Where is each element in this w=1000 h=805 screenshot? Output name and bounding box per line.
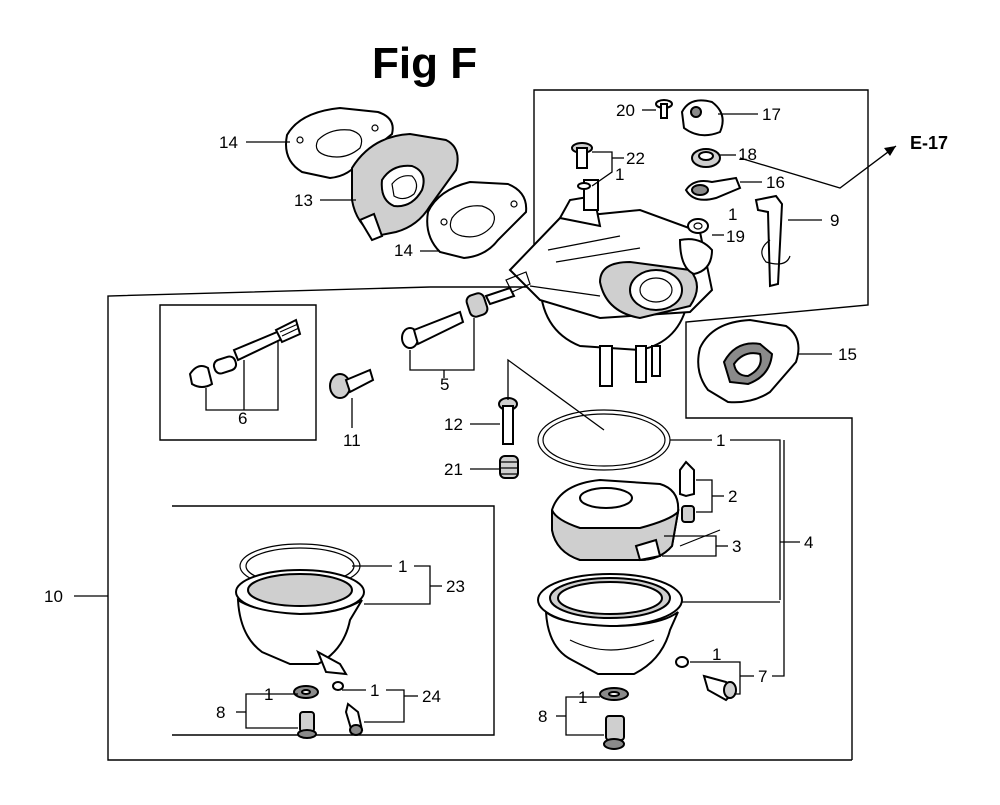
label-6: 6 bbox=[238, 409, 247, 428]
subgroup-box-23 bbox=[172, 505, 495, 736]
label-8-right-qty: 1 bbox=[578, 688, 587, 707]
subgroup-box-6 bbox=[159, 304, 317, 441]
label-16: 16 bbox=[766, 173, 785, 192]
float-needle-2 bbox=[679, 460, 695, 523]
screw-set-5 bbox=[401, 271, 531, 349]
gasket-14-lower bbox=[426, 180, 528, 260]
screw-11 bbox=[329, 368, 375, 399]
rod-9 bbox=[754, 194, 791, 288]
top-group-box bbox=[430, 89, 869, 760]
lever-16 bbox=[684, 176, 742, 201]
main-group-box bbox=[107, 286, 852, 761]
screw-22 bbox=[571, 142, 593, 190]
label-20: 20 bbox=[616, 101, 635, 120]
gasket-15 bbox=[697, 318, 800, 404]
label-14-upper: 14 bbox=[219, 133, 238, 152]
float-chamber-23 bbox=[235, 543, 365, 676]
reference-e17: E-17 bbox=[910, 133, 948, 153]
bolt-8-left bbox=[293, 685, 319, 739]
jet-21 bbox=[499, 455, 519, 479]
label-15: 15 bbox=[838, 345, 857, 364]
label-24: 24 bbox=[422, 687, 441, 706]
label-8-left: 8 bbox=[216, 703, 225, 722]
leader-lines bbox=[74, 109, 897, 736]
label-18: 18 bbox=[738, 145, 757, 164]
float-chamber-4 bbox=[537, 573, 683, 675]
label-19-qty: 1 bbox=[728, 205, 737, 224]
label-23-qty: 1 bbox=[398, 557, 407, 576]
label-23: 23 bbox=[446, 577, 465, 596]
drain-screw-24 bbox=[332, 681, 364, 736]
screw-20 bbox=[655, 99, 673, 119]
label-7-qty: 1 bbox=[712, 645, 721, 664]
o-ring-1-upper bbox=[537, 409, 671, 471]
label-9: 9 bbox=[830, 211, 839, 230]
figure-title: Fig F bbox=[372, 39, 477, 88]
label-8-left-qty: 1 bbox=[264, 685, 273, 704]
label-11: 11 bbox=[343, 431, 361, 450]
label-22: 22 bbox=[626, 149, 645, 168]
cap-17 bbox=[680, 99, 724, 137]
label-1-oring: 1 bbox=[716, 431, 725, 450]
float-3 bbox=[551, 478, 721, 562]
label-10: 10 bbox=[44, 587, 63, 606]
bolt-8-right bbox=[599, 687, 629, 750]
label-21: 21 bbox=[444, 460, 463, 479]
label-17: 17 bbox=[762, 105, 781, 124]
label-24-qty: 1 bbox=[370, 681, 379, 700]
washer-19 bbox=[687, 218, 709, 234]
insulator-13 bbox=[351, 132, 459, 242]
label-3: 3 bbox=[732, 537, 741, 556]
gasket-14-upper bbox=[285, 106, 394, 180]
label-4: 4 bbox=[804, 533, 813, 552]
pilot-screw-6 bbox=[188, 318, 302, 388]
carburetor-body bbox=[508, 179, 714, 387]
collar-18 bbox=[691, 148, 721, 168]
label-13: 13 bbox=[294, 191, 313, 210]
label-7: 7 bbox=[758, 667, 767, 686]
label-2: 2 bbox=[728, 487, 737, 506]
label-19: 19 bbox=[726, 227, 745, 246]
label-14-lower: 14 bbox=[394, 241, 413, 260]
label-12: 12 bbox=[444, 415, 463, 434]
label-8-right: 8 bbox=[538, 707, 547, 726]
label-22-qty: 1 bbox=[615, 165, 624, 184]
drain-screw-7 bbox=[675, 656, 737, 702]
label-5: 5 bbox=[440, 375, 449, 394]
main-jet-12 bbox=[498, 397, 518, 445]
